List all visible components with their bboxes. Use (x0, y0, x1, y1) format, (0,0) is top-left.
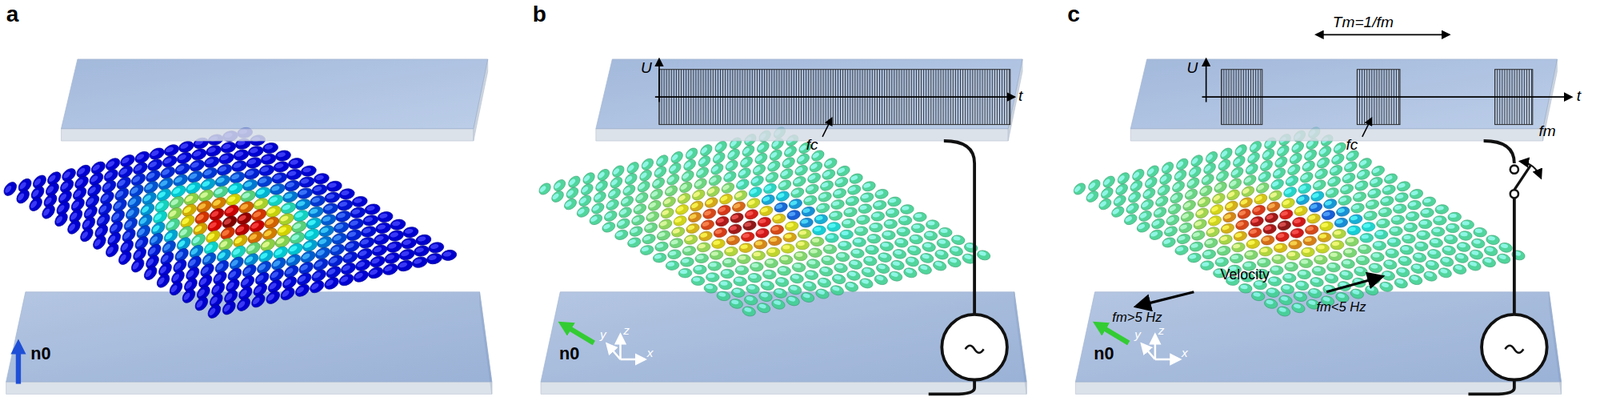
figure-page: {"diagram": {"labels": ["a", "n0", "b", … (0, 0, 1600, 409)
figure-stage: an0bUtfcn0zyxcUtTm=1/fmfcfmn0zyxVelocity… (0, 0, 1600, 409)
